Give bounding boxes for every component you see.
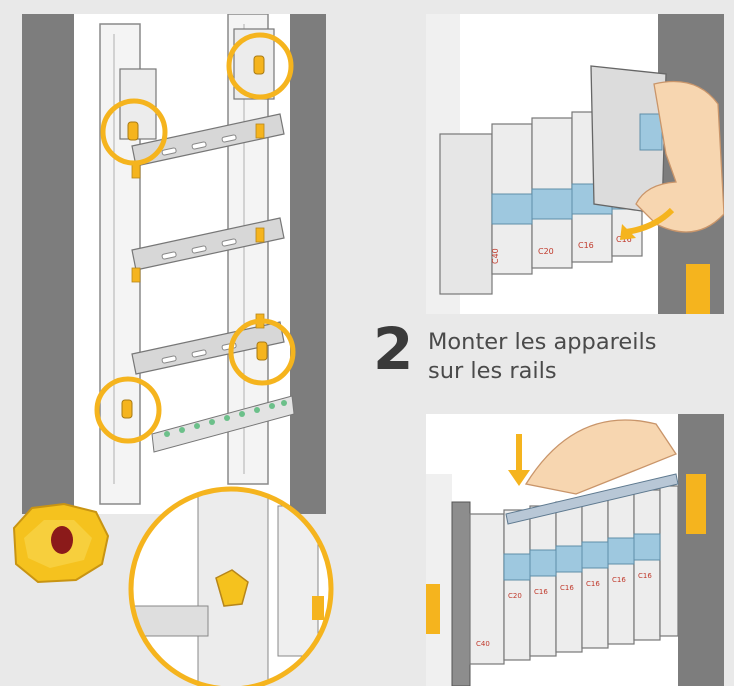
fixing-point-highlight <box>228 318 296 386</box>
breaker-label: C20 <box>508 592 522 600</box>
terminal-block <box>151 395 295 453</box>
breaker-label: C40 <box>491 248 500 264</box>
step-text-line2: sur les rails <box>428 358 557 384</box>
breaker-label: C20 <box>538 247 554 256</box>
detail-zoom-circle <box>128 486 334 686</box>
breaker-label: C16 <box>586 580 600 588</box>
breaker-label: C16 <box>638 572 652 580</box>
breakers-row-illustration: C40 C20 C16 C16 C16 C16 C16 <box>426 414 724 686</box>
yellow-fixing-clip <box>12 502 110 584</box>
enclosure-rails-illustration <box>22 14 326 514</box>
rotate-arrow-icon <box>625 207 675 235</box>
breaker-label: C40 <box>476 640 490 648</box>
breaker-label: C16 <box>612 576 626 584</box>
fixing-point-highlight <box>226 32 294 100</box>
breaker-label: C16 <box>578 241 594 250</box>
mount-breaker-illustration: C40 C20 C16 C16 <box>426 14 724 314</box>
breaker-label: C16 <box>560 584 574 592</box>
breaker-label: C16 <box>534 588 548 596</box>
arrow-down-icon <box>508 434 530 486</box>
step-text-line1: Monter les appareils <box>428 329 657 355</box>
step-number: 2 <box>373 315 414 383</box>
fixing-point-highlight <box>100 98 168 166</box>
fixing-point-highlight <box>94 376 162 444</box>
step-instruction: 2 Monter les appareils sur les rails <box>373 320 713 392</box>
